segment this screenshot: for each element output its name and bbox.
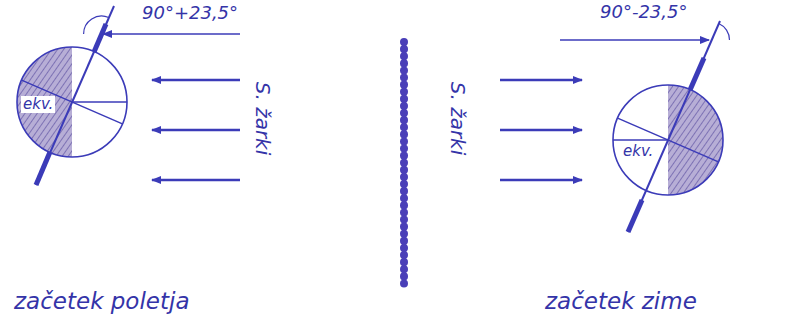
angle-label: 90°-23,5° <box>600 2 687 23</box>
sun-dotted-line <box>400 42 408 285</box>
angle-arc <box>84 16 109 34</box>
incoming-ray <box>560 39 709 41</box>
sun-ray-arrow <box>500 129 582 132</box>
sun-ray-arrow <box>500 79 582 82</box>
night-shade <box>668 85 723 195</box>
angle-label: 90°+23,5° <box>142 3 238 24</box>
equator-label: ekv. <box>621 143 655 160</box>
ray-line <box>72 101 127 103</box>
axis-pole <box>94 24 106 52</box>
axis-pole <box>690 58 704 90</box>
earth-circle: ekv. <box>613 85 723 195</box>
season-caption: začetek zime <box>545 288 697 314</box>
angle-arc <box>719 24 730 41</box>
night-shade <box>17 47 72 157</box>
axis-pole <box>36 152 50 185</box>
rays-label: S. žarki <box>252 81 275 155</box>
ray-line <box>613 139 668 141</box>
earth-outline <box>613 85 723 195</box>
sun-ray-arrow <box>500 179 582 182</box>
sun-ray-arrow <box>152 79 240 82</box>
earth-outline <box>17 47 127 157</box>
axis-pole <box>628 200 642 232</box>
earth-axis <box>628 21 720 232</box>
sun-ray-arrow <box>152 179 240 182</box>
incoming-ray <box>103 33 240 35</box>
circle-outline <box>612 84 724 196</box>
rays-label: S. žarki <box>447 81 470 155</box>
equator-label: ekv. <box>21 96 55 113</box>
season-caption: začetek poletja <box>14 288 189 314</box>
sun-ray-arrow <box>152 129 240 132</box>
earth-circle: ekv. <box>17 47 127 157</box>
